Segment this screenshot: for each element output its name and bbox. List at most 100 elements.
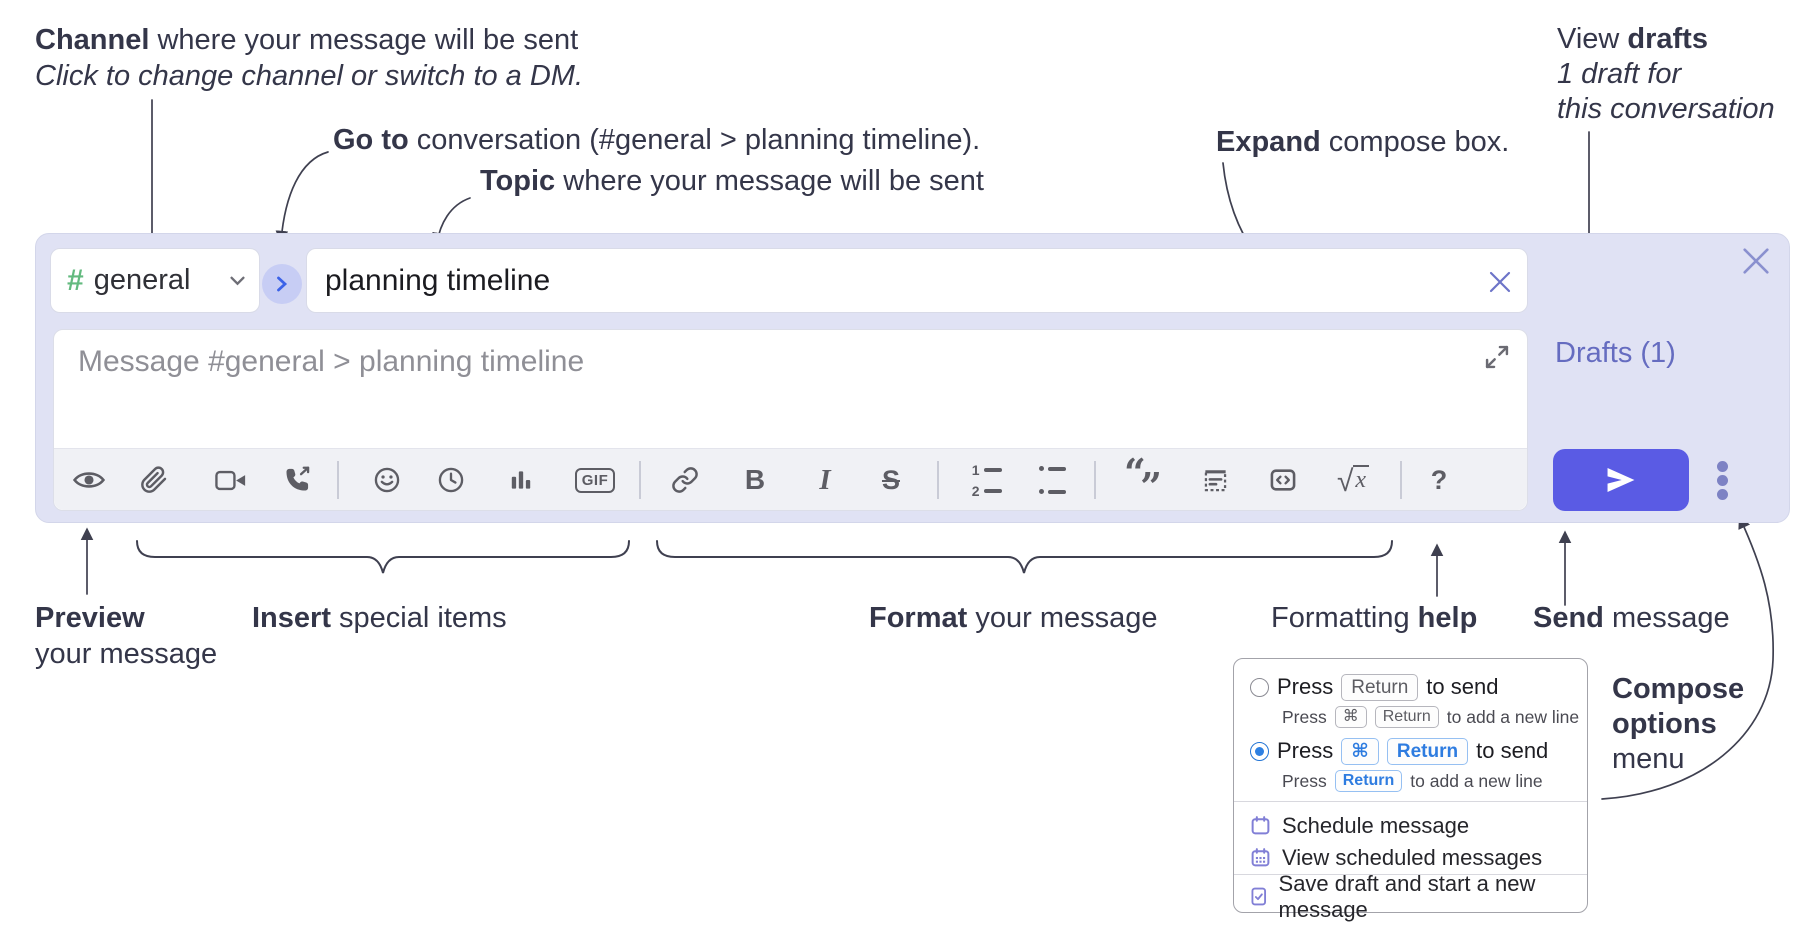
expand-compose-button[interactable]	[1483, 343, 1511, 371]
return-key: Return	[1386, 737, 1469, 765]
toolbar-divider	[639, 461, 641, 499]
toolbar-divider	[337, 461, 339, 499]
annotation-send: Send message	[1533, 602, 1730, 634]
question-mark-icon: ?	[1430, 464, 1448, 495]
numbered-list-icon: 1	[971, 463, 1002, 477]
go-to-conversation-button[interactable]	[262, 264, 302, 304]
audio-call-button[interactable]	[275, 458, 319, 502]
radio-selected[interactable]	[1250, 741, 1269, 761]
italic-icon: I	[819, 463, 831, 496]
code-button[interactable]	[1261, 458, 1305, 502]
kebab-dot	[1717, 461, 1728, 472]
toolbar-divider	[937, 461, 939, 499]
bulleted-list-button[interactable]	[1030, 458, 1074, 502]
bar-chart-icon	[511, 471, 531, 489]
bold-icon: B	[744, 464, 766, 495]
chevron-right-icon	[277, 276, 288, 292]
clock-icon	[438, 467, 464, 493]
topic-input[interactable]: planning timeline	[306, 248, 1528, 313]
smiley-icon	[374, 467, 400, 493]
toolbar-divider	[1094, 461, 1096, 499]
poll-button[interactable]	[499, 458, 543, 502]
return-key: Return	[1341, 673, 1419, 701]
annotation-expand: Expand compose box.	[1216, 126, 1510, 158]
close-icon	[1743, 248, 1769, 274]
math-icon: √x	[1337, 465, 1370, 497]
calendar-days-icon	[1251, 848, 1270, 867]
compose-toolbar: GIF B I	[54, 448, 1527, 510]
annotation-formatting-help: Formatting help	[1271, 602, 1478, 634]
gif-button[interactable]: GIF	[573, 458, 617, 502]
send-option-cmd-return[interactable]: Press ⌘ Return to send	[1234, 736, 1587, 766]
kebab-dot	[1717, 489, 1728, 500]
bulleted-list-icon	[1038, 462, 1066, 476]
italic-button[interactable]: I	[803, 458, 847, 502]
send-option-return-sub: Press ⌘ Return to add a new line	[1282, 706, 1580, 728]
strikethrough-button[interactable]: S	[869, 458, 913, 502]
send-icon	[1607, 467, 1635, 493]
video-camera-icon	[214, 470, 245, 490]
drafts-link[interactable]: Drafts (1)	[1555, 337, 1676, 369]
annotation-view-drafts: View drafts 1 draft for this conversatio…	[1557, 23, 1775, 125]
menu-divider	[1234, 874, 1587, 875]
menu-divider	[1234, 801, 1587, 802]
send-option-cmd-return-sub: Press Return to add a new line	[1282, 770, 1543, 792]
quote-button[interactable]: “ ”	[1121, 450, 1165, 509]
channel-selector[interactable]: # general	[50, 248, 260, 313]
spoiler-icon	[1204, 469, 1226, 491]
topic-value: planning timeline	[325, 263, 551, 297]
annotation-compose-options: Compose options menu	[1612, 673, 1745, 775]
preview-button[interactable]	[67, 458, 111, 502]
message-formatting-help-button[interactable]: ?	[1417, 458, 1461, 502]
close-compose-button[interactable]	[1741, 246, 1771, 276]
kebab-dot	[1717, 475, 1728, 486]
attach-file-button[interactable]	[132, 458, 176, 502]
calendar-icon	[1251, 816, 1270, 835]
return-key: Return	[1374, 706, 1439, 728]
annotation-preview: Preview your message	[35, 602, 218, 670]
strikethrough-icon: S	[881, 464, 900, 495]
menu-item-view-scheduled-messages[interactable]: View scheduled messages	[1234, 842, 1587, 873]
spoiler-button[interactable]	[1193, 458, 1237, 502]
annotation-go-to: Go to conversation (#general > planning …	[333, 124, 981, 156]
menu-item-schedule-message[interactable]: Schedule message	[1234, 810, 1587, 841]
quote-icon: “ ”	[1124, 450, 1162, 509]
paperclip-icon	[141, 466, 167, 493]
compose-options-menu: Press Return to send Press ⌘ Return to a…	[1233, 658, 1588, 922]
annotation-topic: Topic where your message will be sent	[480, 165, 984, 197]
phone-call-icon	[286, 466, 310, 491]
send-option-return[interactable]: Press Return to send	[1234, 672, 1587, 702]
link-button[interactable]	[663, 458, 707, 502]
message-input[interactable]: Message #general > planning timeline	[53, 329, 1528, 511]
channel-name: general	[93, 264, 191, 296]
annotation-format: Format your message	[869, 602, 1158, 634]
annotation-insert: Insert special items	[252, 602, 507, 634]
math-button[interactable]: √x	[1331, 458, 1375, 502]
link-icon	[672, 467, 698, 493]
bold-button[interactable]: B	[733, 458, 777, 502]
expand-icon	[1485, 345, 1509, 369]
compose-options-button[interactable]	[1717, 461, 1728, 500]
code-icon	[1270, 469, 1296, 491]
numbered-list-button[interactable]: 1 2	[964, 458, 1008, 502]
radio-unselected[interactable]	[1250, 677, 1269, 697]
global-time-button[interactable]	[429, 458, 473, 502]
cmd-key: ⌘	[1334, 706, 1367, 728]
clear-topic-button[interactable]	[1487, 269, 1513, 295]
gif-icon: GIF	[574, 467, 616, 493]
compose-box: # general planning timeline	[35, 233, 1790, 523]
channel-hash-icon: #	[67, 263, 84, 297]
close-icon	[1489, 271, 1511, 293]
draft-check-icon	[1251, 887, 1267, 906]
toolbar-divider	[1400, 461, 1402, 499]
send-button[interactable]	[1553, 449, 1689, 511]
video-call-button[interactable]	[208, 458, 252, 502]
eye-icon	[73, 472, 105, 488]
chevron-down-icon	[230, 276, 245, 285]
return-key: Return	[1334, 770, 1403, 792]
menu-item-save-draft[interactable]: Save draft and start a new message	[1234, 871, 1587, 922]
message-placeholder: Message #general > planning timeline	[78, 345, 585, 378]
cmd-key: ⌘	[1341, 737, 1379, 765]
emoji-button[interactable]	[365, 458, 409, 502]
